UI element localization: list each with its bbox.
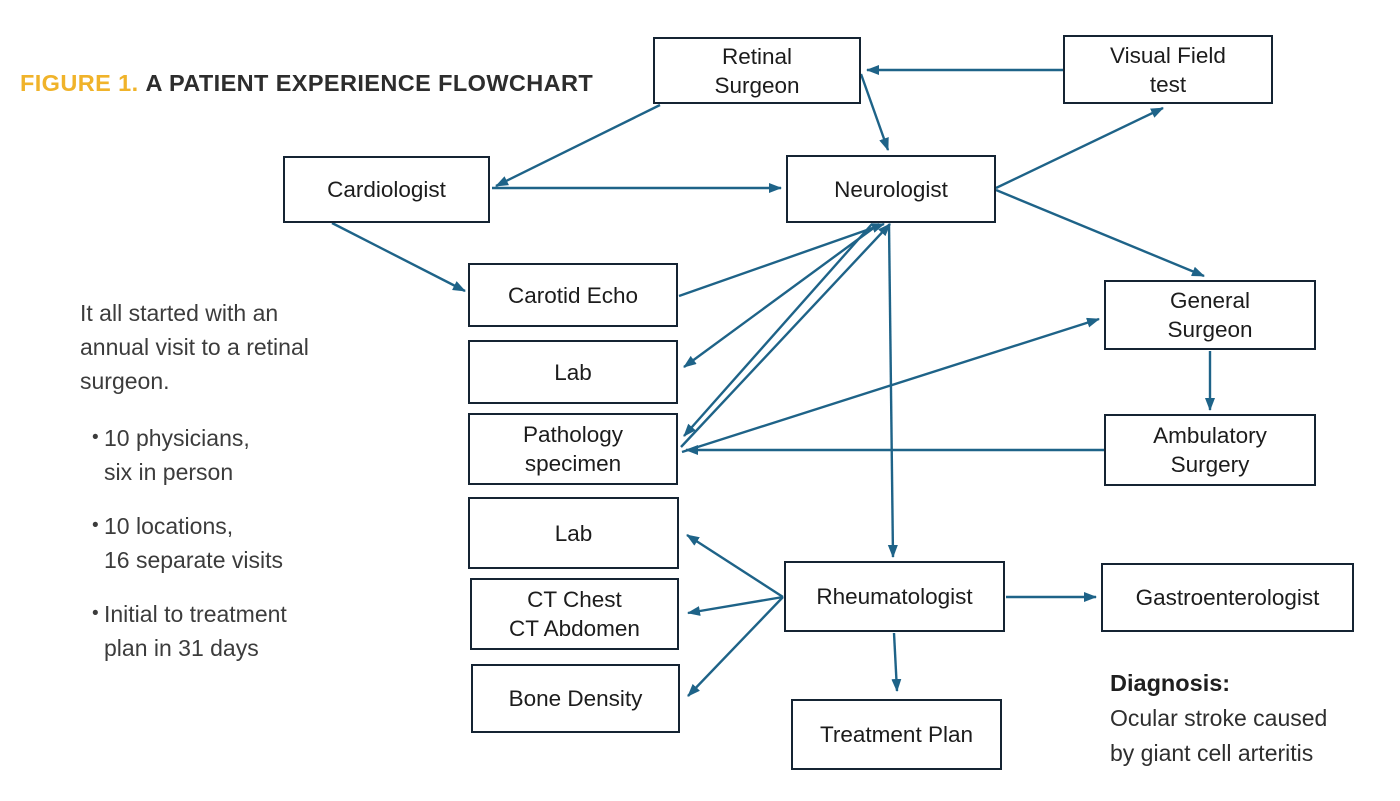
edge-carotid-echo-to-neurologist [678,222,885,298]
node-carotid-echo: Carotid Echo [468,263,678,327]
node-lab-upper: Lab [468,340,678,404]
node-treatment-plan: Treatment Plan [791,699,1002,770]
node-label: CT Chest CT Abdomen [509,587,640,641]
summary-bullet-list: 10 physicians, six in person 10 location… [80,421,380,665]
edge-rheumatologist-to-lab-lower [686,533,784,599]
intro-paragraph: It all started with an annual visit to a… [80,300,309,394]
intro-text-block: It all started with an annual visit to a… [80,296,380,665]
node-label: Lab [554,520,593,546]
node-label: Pathology specimen [522,422,624,476]
edge-neurologist-to-general-surgeon [995,188,1205,278]
edge-pathology-specimen-to-neurologist [680,223,891,448]
edge-neurologist-to-visual-field-test [995,106,1164,190]
node-label: Lab [554,359,592,385]
node-label: Rheumatologist [816,584,973,609]
node-ambulatory-surgery: Ambulatory Surgery [1104,414,1316,486]
node-rheumatologist: Rheumatologist [784,561,1005,632]
node-label: Cardiologist [327,177,446,202]
node-neurologist: Neurologist [786,155,996,223]
diagnosis-block: Diagnosis: Ocular stroke caused by giant… [1110,666,1327,771]
edge-neurologist-to-rheumatologist [887,223,898,558]
node-label: Neurologist [834,176,948,202]
bullet-item: Initial to treatment plan in 31 days [80,597,380,665]
node-ct-chest-abdomen: CT Chest CT Abdomen [470,578,679,650]
edge-retinal-surgeon-to-neurologist [859,73,890,151]
node-label: Bone Density [508,686,643,711]
edge-rheumatologist-to-bone-density [687,596,784,697]
edge-rheumatologist-to-ct-chest-abdomen [687,595,784,616]
node-label: Gastroenterologist [1135,585,1320,610]
figure-title: FIGURE 1.A PATIENT EXPERIENCE FLOWCHART [20,70,593,97]
node-label: Retinal Surgeon [714,43,800,98]
bullet-text: 10 locations, 16 separate visits [104,513,283,573]
node-bone-density: Bone Density [471,664,680,733]
node-general-surgeon: General Surgeon [1104,280,1316,350]
node-lab-lower: Lab [468,497,679,569]
node-visual-field-test: Visual Field test [1063,35,1273,104]
diagnosis-text: Ocular stroke caused by giant cell arter… [1110,705,1328,766]
node-label: General Surgeon [1167,288,1253,342]
edge-rheumatologist-to-treatment-plan [891,632,902,692]
figure-heading: A PATIENT EXPERIENCE FLOWCHART [145,70,594,96]
node-cardiologist: Cardiologist [283,156,490,223]
diagnosis-heading: Diagnosis: [1110,670,1231,696]
node-retinal-surgeon: Retinal Surgeon [653,37,861,104]
node-label: Carotid Echo [507,282,639,308]
bullet-item: 10 locations, 16 separate visits [80,509,380,577]
bullet-text: 10 physicians, six in person [104,425,250,485]
edge-retinal-surgeon-to-cardiologist [495,103,661,188]
node-label: Visual Field test [1110,42,1226,97]
edge-neurologist-to-pathology-specimen [683,223,873,437]
node-pathology-specimen: Pathology specimen [468,413,678,485]
figure-label: FIGURE 1. [20,70,139,96]
edge-cardiologist-to-carotid-echo [331,221,466,293]
node-label: Ambulatory Surgery [1153,423,1267,477]
node-gastroenterologist: Gastroenterologist [1101,563,1354,632]
bullet-item: 10 physicians, six in person [80,421,380,489]
edge-neurologist-to-lab-upper [683,223,880,368]
bullet-text: Initial to treatment plan in 31 days [104,601,287,661]
node-label: Treatment Plan [820,722,973,747]
